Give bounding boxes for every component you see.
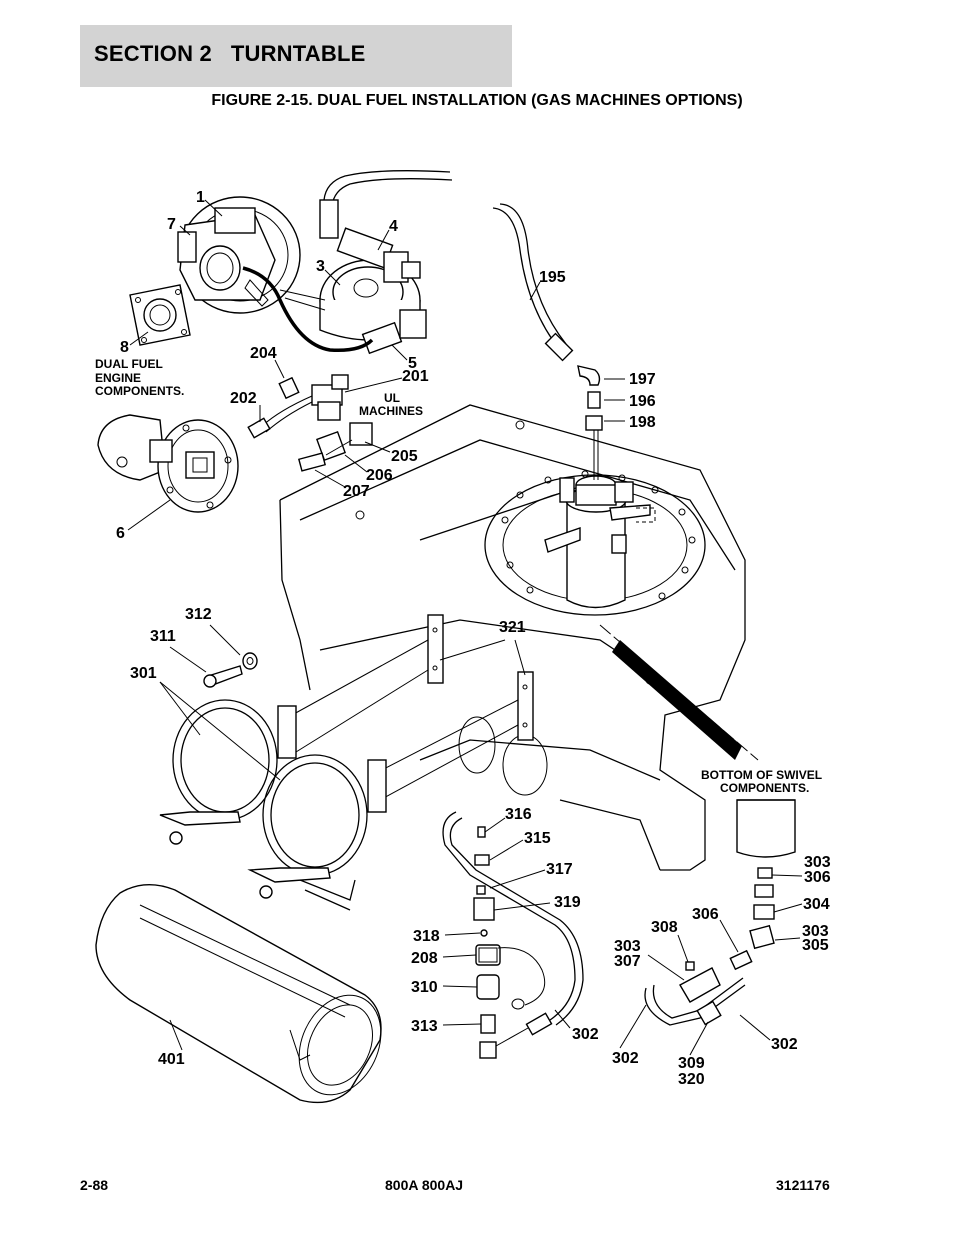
callout-197: 197 <box>629 371 656 388</box>
callout-321: 321 <box>499 619 526 636</box>
callout-311: 311 <box>150 628 176 645</box>
callout-196: 196 <box>629 393 656 410</box>
callout-208: 208 <box>411 950 438 967</box>
callout-3: 3 <box>316 258 325 275</box>
hose-195 <box>492 203 603 431</box>
callout-310: 310 <box>411 979 438 996</box>
callout-302-b: 302 <box>612 1050 639 1067</box>
callout-313: 313 <box>411 1018 438 1035</box>
callout-202: 202 <box>230 390 257 407</box>
callout-303-c: 303 <box>614 938 641 955</box>
callout-303-a: 303 <box>804 854 831 871</box>
section-title: SECTION 2 TURNTABLE <box>94 41 366 66</box>
callout-6: 6 <box>116 525 125 542</box>
callout-304: 304 <box>803 896 830 913</box>
note-dual-fuel-line1: DUAL FUEL <box>95 357 163 371</box>
footer-model: 800A 800AJ <box>385 1177 464 1193</box>
callout-305: 305 <box>802 937 829 954</box>
callout-309: 309 <box>678 1055 705 1072</box>
diagram-notes: DUAL FUEL ENGINE COMPONENTS. UL MACHINES… <box>95 357 822 795</box>
callout-201: 201 <box>402 368 429 385</box>
callout-195: 195 <box>539 269 566 286</box>
callout-306-b: 306 <box>692 906 719 923</box>
note-ul-line1: UL <box>384 391 400 405</box>
footer-doc-number: 3121176 <box>776 1177 830 1193</box>
callout-204: 204 <box>250 345 277 362</box>
note-swivel-line1: BOTTOM OF SWIVEL <box>701 768 822 782</box>
callout-320: 320 <box>678 1071 705 1088</box>
callout-308: 308 <box>651 919 678 936</box>
footer-page-number: 2-88 <box>80 1177 109 1193</box>
callout-401: 401 <box>158 1051 185 1068</box>
adapter-plate-6 <box>97 414 239 513</box>
callout-301: 301 <box>130 665 157 682</box>
note-dual-fuel-line3: COMPONENTS. <box>95 384 184 398</box>
note-ul-line2: MACHINES <box>359 404 423 418</box>
figure-title: FIGURE 2-15. DUAL FUEL INSTALLATION (GAS… <box>211 92 743 109</box>
callout-205: 205 <box>391 448 418 465</box>
callout-leaders <box>127 199 803 1056</box>
callout-312: 312 <box>185 606 212 623</box>
callout-302-a: 302 <box>572 1026 599 1043</box>
note-swivel-line2: COMPONENTS. <box>720 781 809 795</box>
callout-7: 7 <box>167 216 176 233</box>
callout-303-b: 303 <box>802 923 829 940</box>
callout-316: 316 <box>505 806 532 823</box>
callout-8: 8 <box>120 339 129 356</box>
section-header-box <box>80 25 512 87</box>
callout-4: 4 <box>389 218 398 235</box>
callout-1: 1 <box>196 189 205 206</box>
callout-302-c: 302 <box>771 1036 798 1053</box>
ul-solenoid-assembly <box>247 374 373 472</box>
callout-5: 5 <box>408 355 417 372</box>
rotary-swivel <box>544 430 656 609</box>
swivel-bottom-components <box>599 624 796 1026</box>
callout-315: 315 <box>524 830 551 847</box>
callout-307: 307 <box>614 953 641 970</box>
engine-components <box>129 170 453 355</box>
callout-318: 318 <box>413 928 440 945</box>
callout-319: 319 <box>554 894 581 911</box>
note-dual-fuel-line2: ENGINE <box>95 371 141 385</box>
fuel-filter-assembly <box>442 811 584 1059</box>
callout-207: 207 <box>343 483 370 500</box>
callout-306-a: 306 <box>804 869 831 886</box>
turntable-structure <box>279 404 746 871</box>
lp-tank-401 <box>95 884 382 1104</box>
tank-mounting-straps <box>159 614 534 911</box>
callout-198: 198 <box>629 414 656 431</box>
callout-206: 206 <box>366 467 393 484</box>
callout-317: 317 <box>546 861 573 878</box>
callout-labels: 1 7 4 3 8 5 195 204 201 202 197 196 198 … <box>116 189 831 1088</box>
